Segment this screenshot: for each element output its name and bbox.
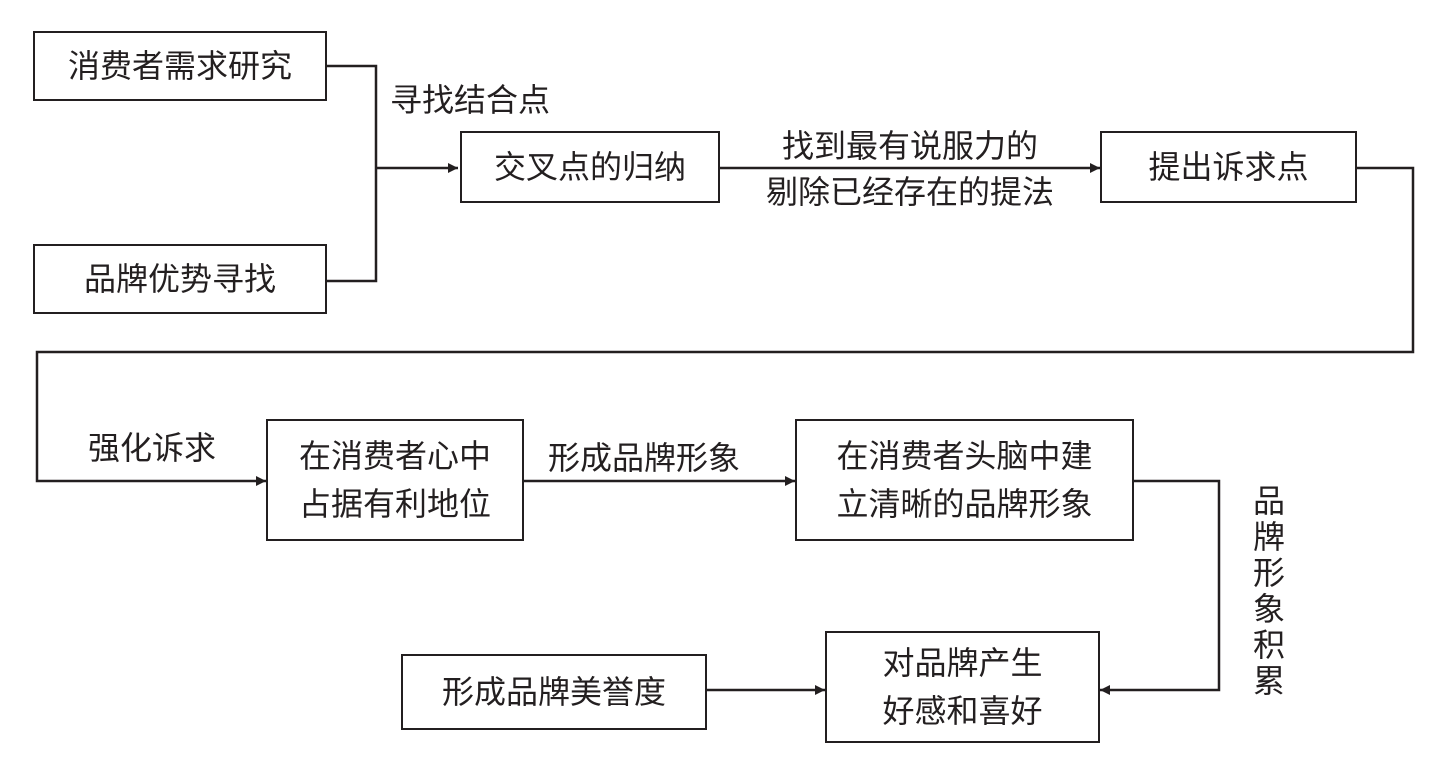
node-intersection-label: 交叉点的归纳	[493, 148, 686, 186]
edge-image-to-favor	[1100, 479, 1221, 695]
node-position: 在消费者心中 占据有利地位	[266, 419, 524, 541]
node-brand-advantage-label: 品牌优势寻找	[83, 260, 276, 298]
node-brand-advantage: 品牌优势寻找	[33, 244, 327, 314]
edge-label-persuasive-line1: 找到最有说服力的	[781, 127, 1038, 165]
node-favor-line1: 对品牌产生	[882, 644, 1043, 682]
node-consumer-research: 消费者需求研究	[33, 31, 327, 101]
node-intersection: 交叉点的归纳	[460, 131, 720, 203]
node-appeal-point-label: 提出诉求点	[1148, 148, 1309, 186]
edge-appeal-to-position	[35, 166, 1415, 486]
edge-research-merge	[327, 64, 378, 283]
node-position-line2: 占据有利地位	[298, 485, 491, 523]
node-favor: 对品牌产生 好感和喜好	[825, 631, 1100, 743]
edge-label-find-common: 寻找结合点	[390, 81, 551, 119]
node-appeal-point: 提出诉求点	[1100, 131, 1357, 203]
edge-label-persuasive-line2: 剔除已经存在的提法	[765, 173, 1054, 211]
edge-label-accumulate: 品牌形象积累	[1252, 482, 1285, 700]
node-favor-line2: 好感和喜好	[882, 692, 1043, 730]
node-position-line1: 在消费者心中	[298, 437, 491, 475]
node-brand-image-line1: 在消费者头脑中建	[836, 437, 1093, 475]
node-reputation: 形成品牌美誉度	[401, 654, 707, 730]
node-reputation-label: 形成品牌美誉度	[441, 673, 666, 711]
edge-label-form-image: 形成品牌形象	[548, 439, 741, 477]
edge-label-strengthen: 强化诉求	[88, 429, 217, 467]
node-consumer-research-label: 消费者需求研究	[67, 47, 292, 85]
node-brand-image-line2: 立清晰的品牌形象	[836, 485, 1093, 523]
node-brand-image: 在消费者头脑中建 立清晰的品牌形象	[795, 419, 1134, 541]
